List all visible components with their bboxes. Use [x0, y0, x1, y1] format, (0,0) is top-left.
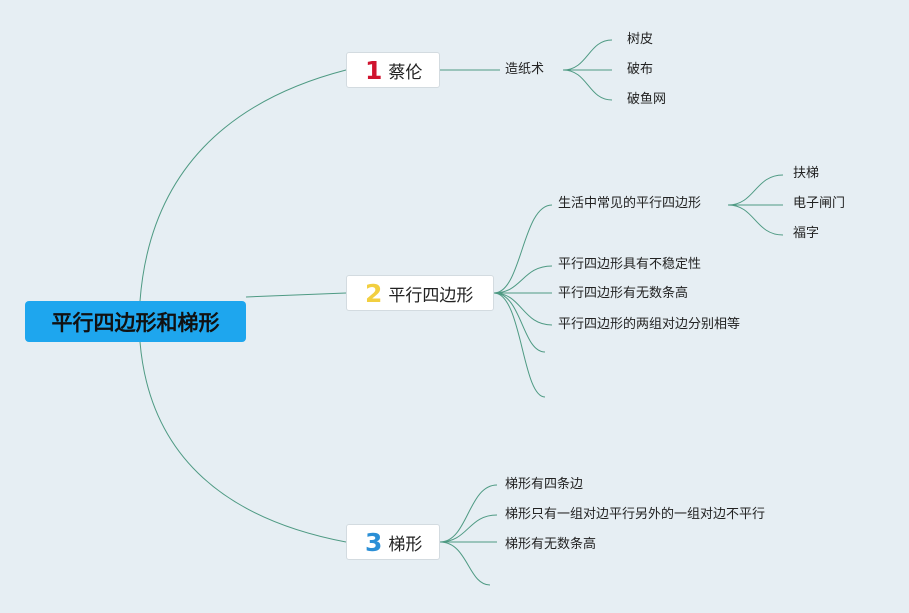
topic-trapezoid[interactable]: 3 梯形 [346, 524, 440, 560]
connector-b2-empty-1 [493, 292, 546, 353]
topic-label: 平行四边形 [388, 285, 474, 306]
connector-root-branch-3 [139, 341, 347, 543]
connector-shenghuo-futi [727, 174, 784, 206]
topic-label: 梯形 [388, 534, 423, 555]
subtopic-four-sides[interactable]: 梯形有四条边 [505, 477, 584, 492]
connector-zaozhi-poyuwang [562, 69, 613, 101]
leaf-shupi[interactable]: 树皮 [627, 32, 654, 47]
subtopic-trapezoid-heights[interactable]: 梯形有无数条高 [505, 537, 597, 552]
subtopic-infinite-heights[interactable]: 平行四边形有无数条高 [558, 286, 689, 301]
connector-b2-child-1 [493, 204, 553, 294]
leaf-dianzi-zhamen[interactable]: 电子闸门 [793, 196, 846, 211]
subtopic-one-pair-parallel[interactable]: 梯形只有一组对边平行另外的一组对边不平行 [505, 507, 766, 522]
connector-b2-child-2 [493, 265, 553, 294]
leaf-futi[interactable]: 扶梯 [793, 166, 820, 181]
connector-b3-child-2 [439, 514, 498, 543]
subtopic-opposite-sides-equal[interactable]: 平行四边形的两组对边分别相等 [558, 317, 741, 332]
number-badge-3: 3 [365, 527, 383, 557]
number-badge-2: 2 [365, 278, 383, 308]
subtopic-unstable[interactable]: 平行四边形具有不稳定性 [558, 257, 702, 272]
leaf-pobu[interactable]: 破布 [627, 62, 654, 77]
connector-shenghuo-fuzi [727, 204, 784, 236]
connector-b3-child-1 [439, 484, 498, 543]
connector-root-branch-2 [245, 292, 347, 298]
leaf-fuzi[interactable]: 福字 [793, 226, 820, 241]
topic-parallelogram[interactable]: 2 平行四边形 [346, 275, 494, 311]
number-badge-1: 1 [365, 55, 383, 85]
connector-b2-empty-2 [493, 292, 546, 398]
subtopic-common-parallelograms[interactable]: 生活中常见的平行四边形 [558, 196, 702, 211]
root-topic-label: 平行四边形和梯形 [51, 310, 220, 335]
root-topic[interactable]: 平行四边形和梯形 [25, 301, 246, 342]
connector-b2-child-4 [493, 292, 553, 326]
topic-label: 蔡伦 [388, 62, 423, 83]
subtopic-zaozhishu[interactable]: 造纸术 [505, 62, 545, 77]
connector-b3-empty [439, 541, 491, 586]
topic-cailun[interactable]: 1 蔡伦 [346, 52, 440, 88]
leaf-poyuwang[interactable]: 破鱼网 [627, 92, 667, 107]
connector-root-branch-1 [139, 69, 347, 302]
connector-zaozhi-shupi [562, 39, 613, 71]
